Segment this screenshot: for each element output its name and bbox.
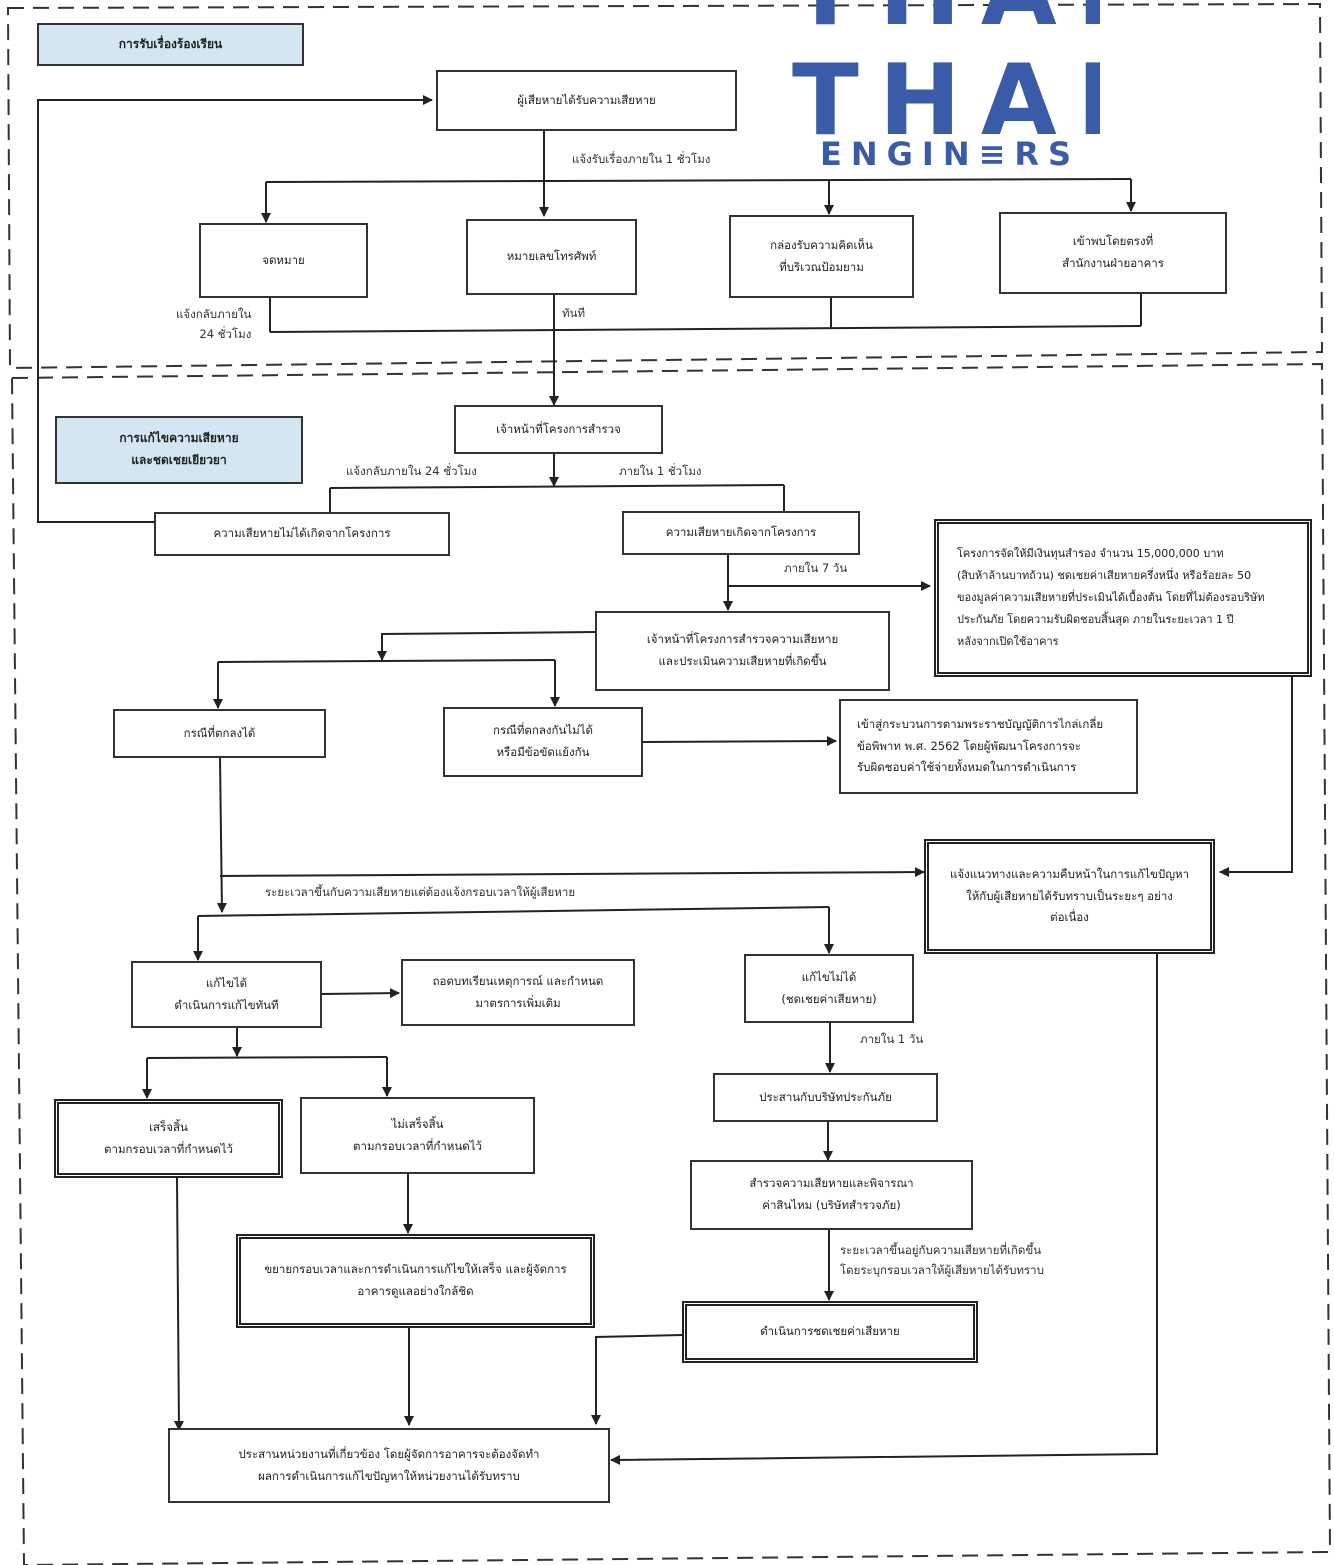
label-reply-24h-inline: แจ้งกลับภายใน 24 ชั่วโมง <box>346 464 477 478</box>
thai-engineers-logo: THAI THAI ENGIN≡RS <box>790 0 1100 175</box>
connector-done-bar <box>146 1056 388 1059</box>
logo-text-line3: ENGIN≡RS <box>820 135 1081 173</box>
connector-fund-to-inform <box>1219 676 1293 877</box>
connector-inform-to-coordinate <box>610 952 1158 1465</box>
logo-text-line1: THAI <box>792 0 1100 40</box>
connector-fix-bar <box>197 906 830 917</box>
not-agreed-box: กรณีที่ตกลงกันไม่ได้ หรือมีข้อขัดแย้งกัน <box>443 707 643 777</box>
done-box: เสร็จสิ้น ตามกรอบเวลาที่กำหนดไว้ <box>54 1099 283 1178</box>
inform-progress-box: แจ้งแนวทางและความคืบหน้าในการแก้ไขปัญหา … <box>924 839 1215 954</box>
connector-triage-bar <box>329 484 785 489</box>
not-from-project-box: ความเสียหายไม่ได้เกิดจากโครงการ <box>154 512 450 556</box>
connector-return-to-victim <box>37 95 433 523</box>
not-done-box: ไม่เสร็จสิ้น ตามกรอบเวลาที่กำหนดไว้ <box>300 1097 535 1174</box>
not-fixable-box: แก้ไขไม่ได้ (ชดเชยค่าเสียหาย) <box>744 954 914 1023</box>
reserve-fund-box: โครงการจัดให้มีเงินทุนสำรอง จำนวน 15,000… <box>934 519 1312 677</box>
from-project-box: ความเสียหายเกิดจากโครงการ <box>622 511 860 555</box>
intake-section-title: การรับเรื่องร้องเรียน <box>37 23 304 66</box>
resolve-section-title: การแก้ไขความเสียหาย และชดเชยเยียวยา <box>55 416 303 484</box>
assess-claim-box: สำรวจความเสียหายและพิจารณา ค่าสินไหม (บร… <box>690 1160 973 1230</box>
intake-section-border <box>6 2 1324 370</box>
connector-compensate-to-coordinate <box>591 1334 683 1425</box>
connector-to-lessons <box>321 988 400 999</box>
connector-merge-bar <box>269 325 1142 333</box>
connectors <box>37 95 1293 1465</box>
section-borders <box>6 2 1332 1565</box>
label-reply-24h: แจ้งกลับภายใน 24 ชั่วโมง <box>176 307 252 342</box>
comment-box-node: กล่องรับความคิดเห็น ที่บริเวณป้อมยาม <box>729 215 914 298</box>
phone-box: หมายเลขโทรศัพท์ <box>466 219 637 295</box>
connector-to-inform <box>219 867 925 878</box>
project-officer-box: เจ้าหน้าที่โครงการสำรวจ <box>454 405 663 454</box>
letter-box: จดหมาย <box>199 223 368 298</box>
label-immediately: ทันที <box>562 306 586 320</box>
label-timeframe-note: ระยะเวลาขึ้นกับความเสียหายแต่ต้องแจ้งกรอ… <box>265 885 576 899</box>
insurance-box: ประสานกับบริษัทประกันภัย <box>713 1073 938 1122</box>
label-within-1d: ภายใน 1 วัน <box>860 1032 924 1046</box>
logo-text-line2: THAI <box>792 44 1100 158</box>
compensate-box: ดำเนินการชดเชยค่าเสียหาย <box>682 1301 978 1363</box>
connector-done-to-coordinate <box>173 1177 184 1431</box>
survey-damage-box: เจ้าหน้าที่โครงการสำรวจความเสียหาย และปร… <box>595 611 890 691</box>
label-timeframe-note2: ระยะเวลาขึ้นอยู่กับความเสียหายที่เกิดขึ้… <box>840 1243 1044 1278</box>
lessons-learned-box: ถอดบทเรียนเหตุการณ์ และกำหนด มาตรการเพิ่… <box>401 959 635 1026</box>
label-within-1h: ภายใน 1 ชั่วโมง <box>619 464 702 478</box>
extend-timeframe-box: ขยายกรอบเวลาและการดำเนินการแก้ไขให้เสร็จ… <box>236 1234 595 1328</box>
connector-to-mediation <box>642 736 837 747</box>
agreed-box: กรณีที่ตกลงได้ <box>113 709 326 758</box>
label-within-7d: ภายใน 7 วัน <box>784 561 848 575</box>
mediation-box: เข้าสู่กระบวนการตามพระราชบัญญัติการไกล่เ… <box>839 699 1138 794</box>
connector-channels-bar <box>265 178 1132 183</box>
label-within-1h-notify: แจ้งรับเรื่องภายใน 1 ชั่วโมง <box>572 152 711 166</box>
connector-survey-left <box>377 631 597 661</box>
fixable-box: แก้ไขได้ ดำเนินการแก้ไขทันที <box>131 961 322 1028</box>
connector-agree-bar <box>217 659 556 663</box>
connector-agreed-down <box>216 757 227 913</box>
coordinate-agencies-box: ประสานหน่วยงานที่เกี่ยวข้อง โดยผู้จัดการ… <box>168 1428 610 1503</box>
victim-box: ผู้เสียหายได้รับความเสียหาย <box>436 70 737 131</box>
walk-in-box: เข้าพบโดยตรงที่ สำนักงานฝ่ายอาคาร <box>999 212 1227 294</box>
